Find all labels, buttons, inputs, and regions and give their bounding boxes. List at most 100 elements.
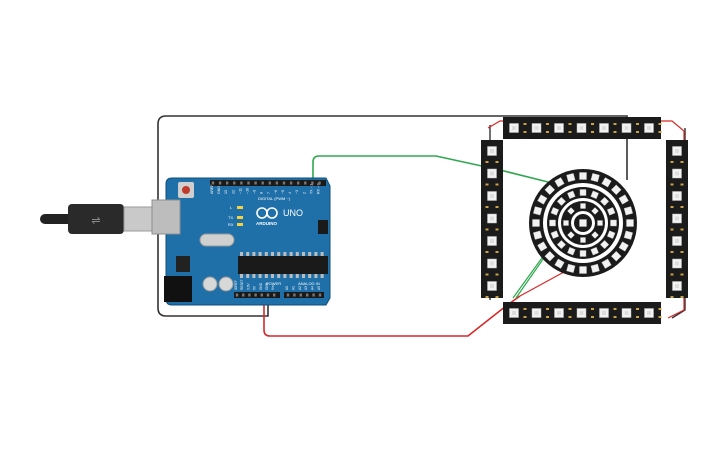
digital-pin-socket[interactable] bbox=[261, 181, 264, 185]
ring-outer-pixel bbox=[618, 241, 629, 252]
ring-outer-pixel bbox=[554, 177, 565, 188]
power-pin-socket[interactable] bbox=[266, 293, 270, 297]
digital-pin-socket[interactable] bbox=[211, 181, 215, 185]
ring-middle-pixel bbox=[550, 207, 560, 216]
analog-pin-socket[interactable] bbox=[318, 293, 322, 297]
power-pin-socket[interactable] bbox=[273, 293, 276, 297]
solder-pad bbox=[636, 316, 639, 318]
solder-pad bbox=[636, 308, 639, 310]
chip-pin bbox=[302, 252, 305, 256]
solder-pad bbox=[495, 183, 499, 186]
digital-pin-socket[interactable] bbox=[289, 181, 293, 185]
arduino-uno-board[interactable]: TX RX L ARDUINO UNO DIGITAL (PWM ~) AREF… bbox=[151, 177, 331, 306]
ring-outer-pixel bbox=[537, 194, 548, 205]
digital-pin-socket[interactable] bbox=[318, 181, 321, 185]
ring-middle-pixel bbox=[610, 219, 617, 227]
digital-pin-socket[interactable] bbox=[268, 181, 271, 185]
reset-button-cap[interactable] bbox=[182, 186, 190, 194]
digital-pin-socket[interactable] bbox=[311, 181, 314, 185]
chip-pin bbox=[264, 252, 268, 256]
chip-pin bbox=[283, 274, 287, 278]
digital-pin-socket[interactable] bbox=[226, 181, 229, 185]
strip-top-pixel-die bbox=[647, 126, 651, 130]
ring-inner-pixel bbox=[580, 237, 586, 243]
usb-cable-boot bbox=[68, 204, 124, 234]
ring-outer-pixel bbox=[579, 266, 587, 274]
digital-pin-label: GND bbox=[217, 186, 221, 194]
analog-pin-socket[interactable] bbox=[286, 293, 290, 297]
analog-label: ANALOG IN bbox=[298, 281, 320, 286]
analog-pin-socket[interactable] bbox=[293, 293, 296, 297]
power-pin-socket[interactable] bbox=[254, 293, 257, 297]
digital-pin-label: 12 bbox=[231, 190, 235, 194]
ring-outer-pixel bbox=[533, 206, 543, 216]
ring-pixels bbox=[532, 172, 634, 274]
ring-outer-pixel bbox=[579, 172, 587, 180]
digital-pin-socket[interactable] bbox=[233, 181, 236, 185]
l-label: L bbox=[230, 205, 233, 210]
digital-pin-socket[interactable] bbox=[304, 181, 307, 185]
digital-pin-label: ~9 bbox=[253, 190, 257, 194]
ring-outer-pixel bbox=[566, 173, 576, 183]
power-pin-socket[interactable] bbox=[235, 293, 239, 297]
power-label: POWER bbox=[266, 281, 281, 286]
led-l bbox=[237, 206, 243, 209]
strip-left-pixel-die bbox=[490, 261, 494, 266]
digital-pin-socket[interactable] bbox=[254, 181, 257, 185]
ring-middle-pixel bbox=[600, 196, 610, 206]
solder-pad bbox=[670, 161, 674, 163]
ring-outer-pixel bbox=[544, 184, 555, 195]
neopixel-strips[interactable] bbox=[481, 117, 688, 324]
digital-header-label: DIGITAL (PWM ~) bbox=[258, 196, 291, 201]
rx-label: RX bbox=[228, 222, 234, 227]
analog-pin-socket[interactable] bbox=[312, 293, 315, 297]
strip-right-pixel-die bbox=[675, 171, 679, 176]
ring-middle-pixel bbox=[606, 230, 616, 239]
solder-pad bbox=[523, 316, 527, 318]
strip-left-pixel-die bbox=[490, 284, 494, 288]
digital-pin-socket[interactable] bbox=[218, 181, 222, 185]
solder-pad bbox=[485, 161, 489, 163]
solder-pad bbox=[546, 123, 549, 125]
data-wire[interactable] bbox=[312, 155, 549, 185]
strip-top-pixel-die bbox=[557, 126, 561, 130]
analog-header bbox=[284, 292, 324, 298]
digital-pin-label: ~6 bbox=[274, 190, 278, 194]
power-wire[interactable] bbox=[263, 295, 521, 337]
crystal bbox=[199, 233, 235, 247]
digital-pin-socket[interactable] bbox=[247, 181, 250, 185]
ring-middle-pixel bbox=[590, 246, 599, 256]
digital-pin-label: 8 bbox=[260, 192, 264, 194]
neopixel-rings[interactable] bbox=[529, 169, 637, 277]
digital-pin-label: ~11 bbox=[238, 188, 242, 194]
digital-pin-socket[interactable] bbox=[297, 181, 300, 185]
usb-cable[interactable]: ⇌ bbox=[40, 204, 155, 234]
solder-pad bbox=[658, 308, 662, 310]
usb-plug bbox=[123, 206, 155, 232]
chip-pin bbox=[320, 274, 324, 278]
ring-middle-pixel bbox=[556, 240, 566, 250]
digital-pin-label: ~5 bbox=[281, 190, 285, 194]
digital-pin-socket[interactable] bbox=[282, 181, 286, 185]
analog-pin-socket[interactable] bbox=[306, 293, 309, 297]
power-pin-socket[interactable] bbox=[260, 293, 263, 297]
digital-pin-label: TX→1 bbox=[309, 184, 313, 194]
ring-inner-pixel bbox=[567, 207, 575, 215]
solder-pad bbox=[546, 316, 549, 318]
dc-power-jack bbox=[164, 276, 192, 302]
solder-pad bbox=[670, 296, 674, 298]
analog-pin-socket[interactable] bbox=[299, 293, 302, 297]
capacitor-1 bbox=[202, 276, 218, 292]
chip-pin bbox=[252, 274, 256, 278]
chip-pin bbox=[320, 252, 324, 256]
power-pin-socket[interactable] bbox=[242, 293, 245, 297]
power-pin-socket[interactable] bbox=[248, 293, 251, 297]
strip-right-pixel-die bbox=[675, 194, 679, 198]
digital-pin-socket[interactable] bbox=[275, 181, 279, 185]
strip-right-pixel-die bbox=[675, 239, 679, 243]
power-wire-frame[interactable] bbox=[487, 120, 685, 319]
digital-pin-socket[interactable] bbox=[240, 181, 243, 185]
solder-pad bbox=[680, 228, 684, 231]
solder-pad bbox=[495, 228, 499, 231]
ring-inner-pixel bbox=[591, 231, 599, 239]
